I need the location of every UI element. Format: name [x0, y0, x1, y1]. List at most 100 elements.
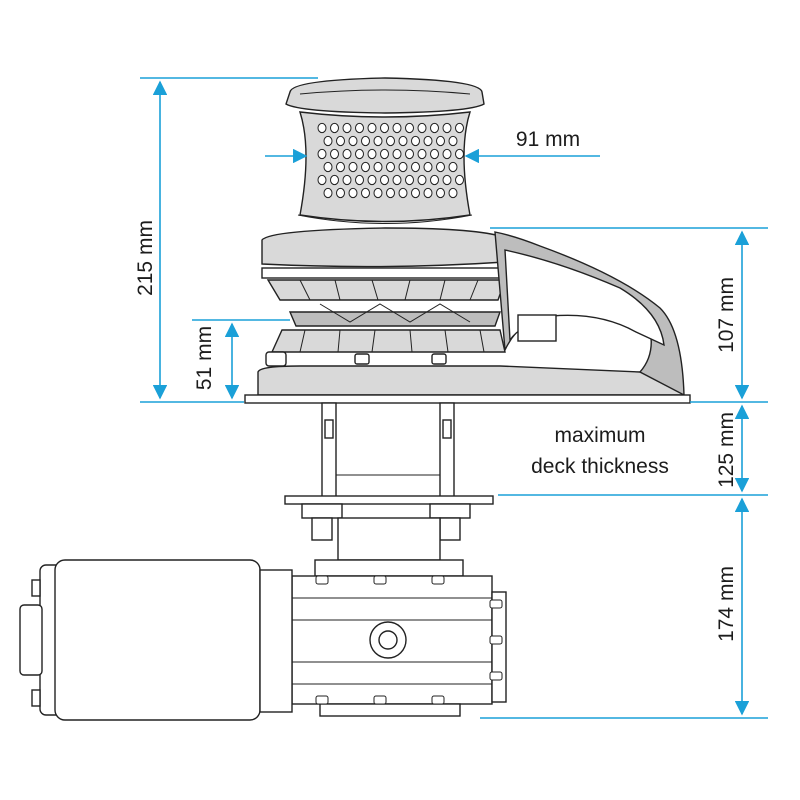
grip-hole: [411, 187, 420, 199]
gearbox-bolt: [489, 671, 503, 681]
drum-grip-holes: [317, 122, 464, 199]
gearbox-bolt: [489, 635, 503, 645]
deck-note-line1: maximum: [554, 424, 645, 447]
gearbox-bolt: [315, 695, 329, 705]
grip-hole: [411, 135, 420, 147]
grip-hole: [317, 148, 327, 160]
nut-left-bottom: [311, 517, 333, 541]
grip-hole: [373, 135, 383, 147]
nut-right-top: [429, 503, 471, 519]
grip-hole: [342, 122, 352, 134]
drum-cap: [285, 77, 485, 114]
grip-hole: [398, 187, 408, 199]
motor-body: [54, 559, 261, 721]
gearbox-bolt: [431, 575, 445, 585]
grip-hole: [323, 187, 333, 199]
base-casting: [257, 365, 686, 396]
grip-hole: [411, 161, 420, 173]
grip-hole: [455, 148, 464, 160]
nut-right-bottom: [439, 517, 461, 541]
label-174: 174 mm: [715, 566, 738, 642]
dimension-lines: [140, 77, 768, 719]
grip-hole: [386, 161, 395, 173]
grip-hole: [380, 174, 389, 186]
electric-motor: [19, 559, 293, 721]
lower-gypsy: [270, 329, 506, 353]
gearbox: [291, 559, 507, 717]
grip-hole: [355, 122, 364, 134]
grip-hole: [323, 135, 333, 147]
grip-hole: [436, 135, 445, 147]
grip-hole: [386, 187, 395, 199]
upper-gypsy: [266, 279, 506, 301]
grip-hole: [380, 122, 389, 134]
deck-note-line2: deck thickness: [531, 455, 669, 478]
grip-hole: [361, 187, 370, 199]
grip-hole: [348, 161, 358, 173]
grip-hole: [417, 122, 427, 134]
grip-hole: [392, 122, 402, 134]
label-91: 91 mm: [516, 128, 580, 151]
grip-hole: [330, 174, 339, 186]
grip-hole: [423, 187, 433, 199]
grip-hole: [342, 148, 352, 160]
grip-hole: [380, 148, 389, 160]
grip-hole: [442, 174, 452, 186]
grip-hole: [417, 174, 427, 186]
grip-hole: [367, 122, 377, 134]
top-cover: [261, 227, 506, 268]
chain-wheel: [288, 311, 501, 327]
drum-cap-rim: [299, 89, 471, 95]
gearbox-bolt: [315, 575, 329, 585]
grip-hole: [405, 122, 414, 134]
gearbox-bolt: [431, 695, 445, 705]
underdeck-plate: [284, 495, 494, 505]
grip-hole: [373, 161, 383, 173]
lower-bolt-mid: [354, 353, 370, 365]
grip-hole: [398, 135, 408, 147]
grip-hole: [442, 148, 452, 160]
through-deck-studs: [284, 402, 494, 561]
nut-left-top: [301, 503, 343, 519]
lower-bolt-left: [265, 351, 287, 367]
stud-right: [439, 402, 455, 504]
grip-hole: [367, 148, 377, 160]
gearbox-top-flange: [314, 559, 464, 577]
label-51: 51 mm: [193, 326, 216, 390]
grip-hole: [392, 174, 402, 186]
grip-hole: [430, 174, 439, 186]
lower-gypsy-ribs: [299, 329, 485, 353]
gearbox-bolt: [373, 575, 387, 585]
upper-flange: [261, 267, 508, 279]
grip-hole: [317, 174, 327, 186]
grip-hole: [330, 148, 339, 160]
stud-left: [321, 402, 337, 504]
grip-hole: [386, 135, 395, 147]
motor-flange: [259, 569, 293, 713]
gearbox-bolt: [373, 695, 387, 705]
grip-hole: [448, 135, 458, 147]
grip-hole: [398, 161, 408, 173]
grip-hole: [430, 122, 439, 134]
upper-gypsy-ribs: [299, 279, 479, 301]
gearbox-bolt: [489, 599, 503, 609]
grip-hole: [342, 174, 352, 186]
stud-right-slot: [442, 419, 452, 439]
grip-hole: [317, 122, 327, 134]
deck-plate: [244, 394, 691, 404]
grip-hole: [448, 161, 458, 173]
grip-hole: [373, 187, 383, 199]
grip-hole: [348, 187, 358, 199]
grip-hole: [405, 174, 414, 186]
grip-hole: [361, 161, 370, 173]
gearbox-output-center: [378, 630, 398, 650]
hood-clamp: [517, 314, 557, 342]
grip-hole: [448, 187, 458, 199]
grip-hole: [392, 148, 402, 160]
grip-hole: [455, 174, 464, 186]
grip-hole: [323, 161, 333, 173]
label-125: 125 mm: [715, 412, 738, 488]
label-215: 215 mm: [134, 220, 157, 296]
